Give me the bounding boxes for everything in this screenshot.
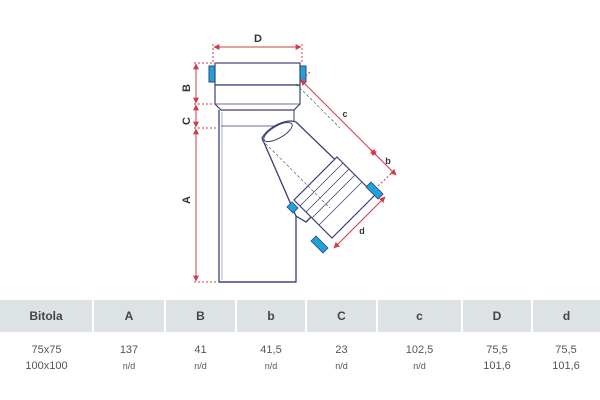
cell: n/d: [236, 358, 306, 374]
cell: 75,5: [555, 344, 577, 356]
table-row: 75x75 137 41 41,5 23 102,5 75,5 75,5: [0, 332, 600, 358]
cell: 23: [335, 344, 348, 356]
cell: n/d: [306, 358, 377, 374]
cell: 101,6: [552, 360, 580, 372]
pipe-junction-diagram: D B C A c b d: [181, 33, 397, 283]
dim-label-d: d: [359, 226, 365, 236]
header-b: b: [236, 300, 307, 332]
dim-label-D: D: [254, 33, 262, 45]
header-C: C: [306, 300, 378, 332]
table-row: 100x100 n/d n/d n/d n/d n/d 101,6 101,6: [0, 358, 600, 374]
header-D: D: [462, 300, 533, 332]
header-A: A: [93, 300, 166, 332]
dim-label-C: C: [181, 117, 193, 125]
cell-value: n/d: [122, 361, 136, 371]
cell: 102,5: [405, 344, 434, 356]
dim-label-B: B: [181, 84, 193, 92]
cell: 75,5: [486, 344, 508, 356]
cell-value: n/d: [264, 361, 278, 371]
dim-label-A: A: [181, 196, 193, 204]
cell-value: n/d: [335, 361, 348, 371]
header-d: d: [532, 300, 600, 332]
header-B: B: [165, 300, 237, 332]
table-header-row: Bitola A B b C c D d: [0, 300, 600, 332]
dim-label-b: b: [385, 156, 391, 166]
cell: n/d: [165, 358, 236, 374]
dimensions-table: Bitola A B b C c D d 75x75 137 41 41,5 2…: [0, 300, 600, 374]
dimension-lines: [193, 44, 397, 283]
cell: n/d: [93, 358, 165, 374]
cell: 75x75: [31, 344, 62, 356]
cell: 41: [194, 344, 207, 356]
dim-label-c: c: [342, 109, 347, 119]
header-c: c: [377, 300, 463, 332]
cell-value: n/d: [194, 361, 207, 371]
cell: 137: [119, 344, 139, 356]
header-bitola: Bitola: [0, 300, 94, 332]
cell: 101,6: [483, 360, 511, 372]
cell: n/d: [377, 358, 462, 374]
cell: 100x100: [25, 360, 68, 372]
cell: 41,5: [260, 344, 282, 356]
cell-value: n/d: [413, 361, 426, 371]
